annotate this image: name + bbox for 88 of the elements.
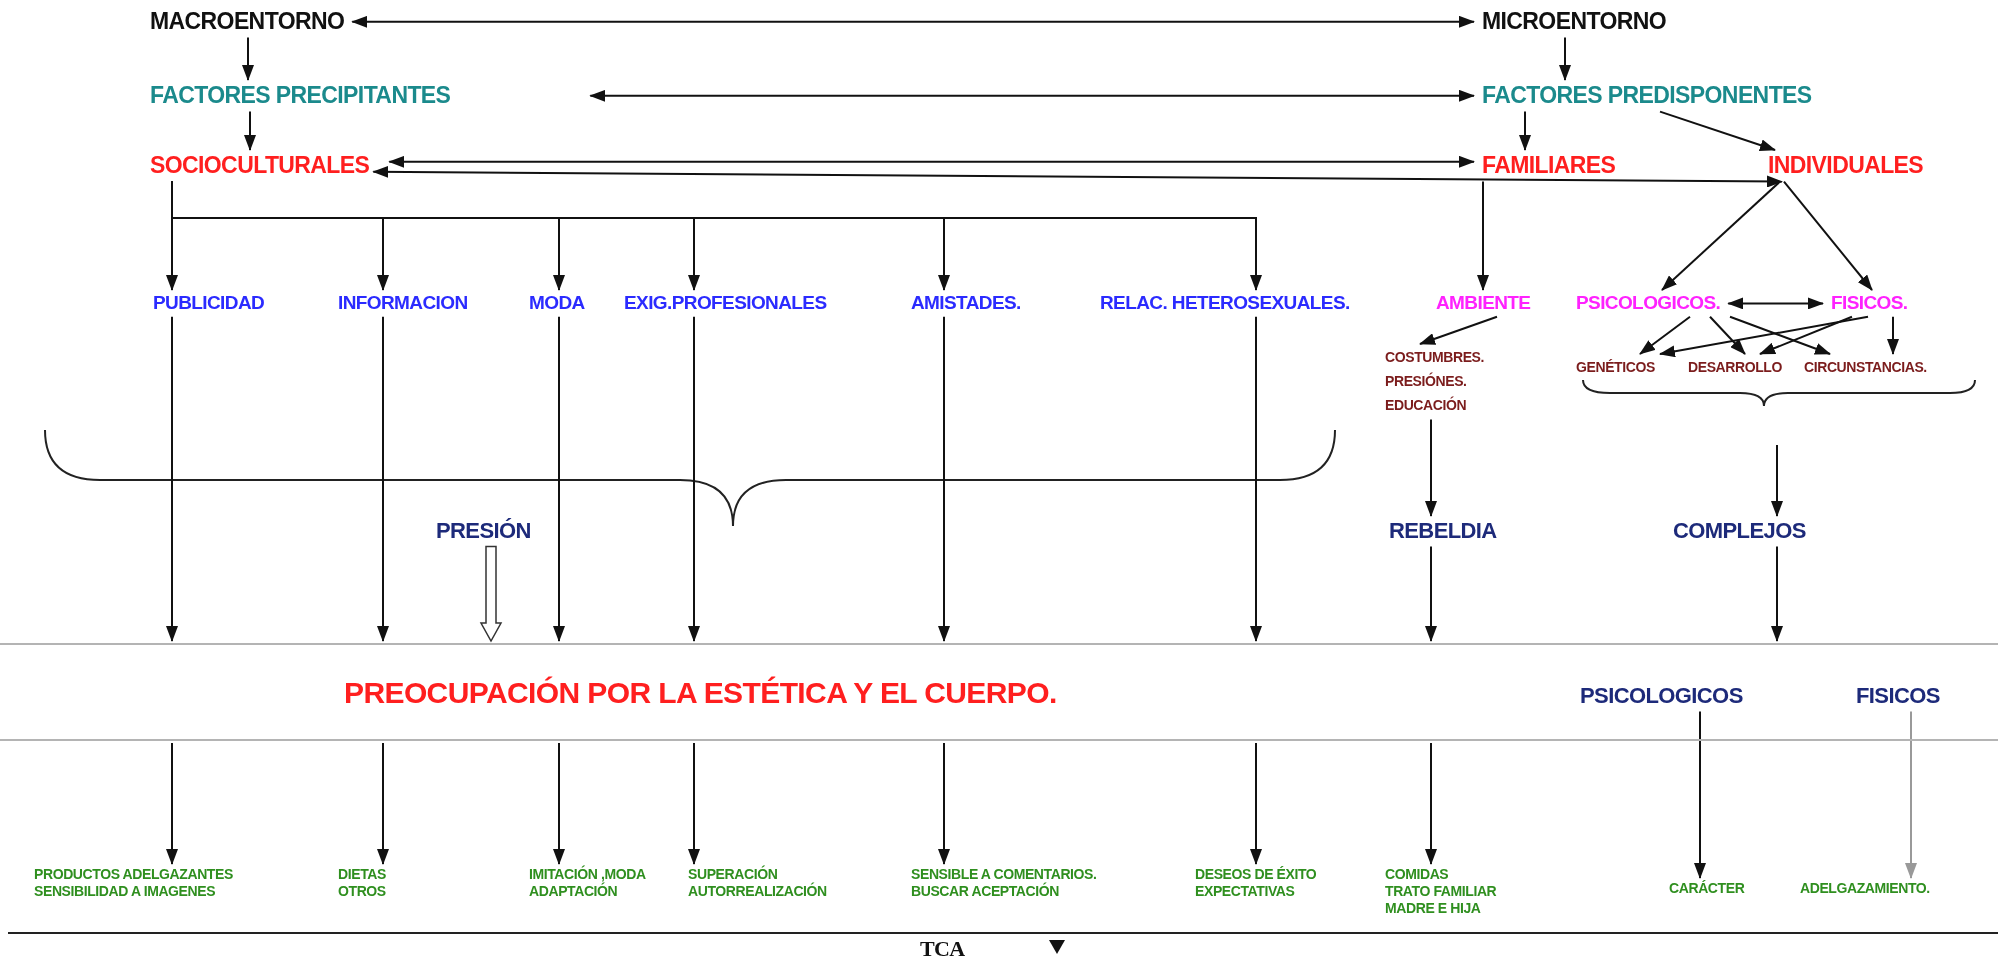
- sub-factor-text: PRESIÓNES.: [1385, 371, 1468, 391]
- result-text: TCA: [920, 936, 965, 963]
- hollow-arrow: [479, 545, 503, 643]
- arrow: [1905, 710, 1917, 879]
- result-text: PSICOLOGICOS: [1580, 683, 1743, 710]
- category-text: FAMILIARES: [1482, 152, 1616, 180]
- heading-text: FACTORES PREDISPONENTES: [1482, 82, 1812, 110]
- arrow: [1783, 180, 1873, 291]
- effect-text: IMITACIÓN ,MODA: [529, 866, 646, 883]
- result-text: REBELDIA: [1389, 518, 1497, 545]
- effect-text: DESEOS DE ÉXITO: [1195, 866, 1317, 883]
- arrow: [1419, 315, 1498, 345]
- factor-text: RELAC. HETEROSEXUALES.: [1100, 292, 1350, 315]
- result-text: PRESIÓN: [436, 518, 531, 545]
- effect-text: SUPERACIÓN: [688, 866, 779, 882]
- effect-text: ADAPTACIÓN: [529, 882, 618, 900]
- arrow: [1729, 315, 1831, 355]
- factor-text: MODA: [529, 292, 585, 315]
- arrow: [166, 742, 178, 865]
- arrow: [938, 742, 950, 865]
- effect-text: BUSCAR ACEPTACIÓN: [911, 882, 1060, 900]
- result-text: FISICOS: [1856, 683, 1940, 710]
- factor-text: INFORMACION: [338, 292, 468, 315]
- sub-factor-text: GENÉTICOS: [1576, 356, 1655, 380]
- arrow: [1659, 110, 1776, 151]
- arrow: [1250, 315, 1262, 642]
- arrow: [553, 315, 565, 642]
- arrow: [1771, 444, 1783, 517]
- arrow: [553, 742, 565, 865]
- arrow: [1477, 180, 1489, 291]
- sub-factor-text: DESARROLLO: [1688, 356, 1782, 380]
- arrow: [1759, 315, 1853, 355]
- effect-text: DIETAS: [338, 866, 386, 883]
- effect-text: TRATO FAMILIAR: [1385, 882, 1497, 900]
- heading-text: MACROENTORNO: [150, 8, 345, 36]
- arrow: [1250, 742, 1262, 865]
- arrow: [377, 742, 389, 865]
- factor-text: AMISTADES.: [911, 292, 1021, 315]
- factor-text: PUBLICIDAD: [153, 292, 265, 315]
- arrow: [377, 315, 389, 642]
- effect-text: SENSIBLE A COMENTARIOS.: [911, 866, 1097, 882]
- effect-text: MADRE E HIJA: [1385, 899, 1482, 917]
- category-text: SOCIOCULTURALES: [150, 152, 370, 180]
- effect-text: PRODUCTOS ADELGAZANTES: [34, 866, 233, 883]
- effect-text: ADELGAZAMIENTO.: [1800, 880, 1930, 897]
- central-text: PREOCUPACIÓN POR LA ESTÉTICA Y EL CUERPO.: [344, 675, 1057, 711]
- heading-text: MICROENTORNO: [1482, 8, 1667, 36]
- arrow: [372, 165, 1783, 188]
- arrow: [1661, 180, 1781, 291]
- arrow: [171, 180, 1262, 291]
- effect-text: SENSIBILIDAD A IMAGENES: [34, 882, 217, 900]
- sub-factor-text: EDUCACIÓN: [1385, 395, 1468, 415]
- arrow: [1659, 315, 1869, 358]
- arrow: [688, 742, 700, 865]
- arrow: [688, 315, 700, 642]
- band: [0, 643, 1998, 741]
- factor-text: AMBIENTE: [1436, 292, 1531, 315]
- arrow: [1425, 742, 1437, 865]
- result-text: COMPLEJOS: [1673, 518, 1806, 545]
- factor-text: PSICOLOGICOS.: [1576, 292, 1721, 315]
- arrow: [388, 155, 1475, 168]
- sub-factor-text: CIRCUNSTANCIAS.: [1804, 356, 1927, 380]
- arrow: [1425, 545, 1437, 642]
- arrow: [351, 15, 1475, 28]
- factor-text: EXIG.PROFESIONALES: [624, 292, 827, 315]
- arrow: [1727, 297, 1824, 310]
- effect-text: COMIDAS: [1385, 866, 1450, 883]
- arrow: [166, 315, 178, 642]
- effect-text: CARÁCTER: [1669, 880, 1745, 897]
- effect-text: OTROS: [338, 882, 386, 900]
- factor-text: FISICOS.: [1831, 292, 1908, 315]
- arrow: [1559, 36, 1571, 81]
- arrow: [1771, 545, 1783, 642]
- effect-text: AUTORREALIZACIÓN: [688, 882, 827, 900]
- arrow: [242, 36, 254, 81]
- arrow: [1639, 315, 1691, 355]
- arrow: [244, 110, 256, 151]
- arrow: [1694, 710, 1706, 879]
- effect-text: EXPECTATIVAS: [1195, 882, 1296, 900]
- arrow: [1519, 110, 1531, 151]
- arrow: [1709, 315, 1746, 355]
- sub-factor-text: COSTUMBRES.: [1385, 348, 1485, 367]
- heading-text: FACTORES PRECIPITANTES: [150, 82, 451, 110]
- arrow: [1425, 418, 1437, 517]
- arrow: [1887, 315, 1899, 355]
- arrow: [938, 315, 950, 642]
- category-text: INDIVIDUALES: [1768, 152, 1924, 180]
- arrow: [589, 89, 1475, 102]
